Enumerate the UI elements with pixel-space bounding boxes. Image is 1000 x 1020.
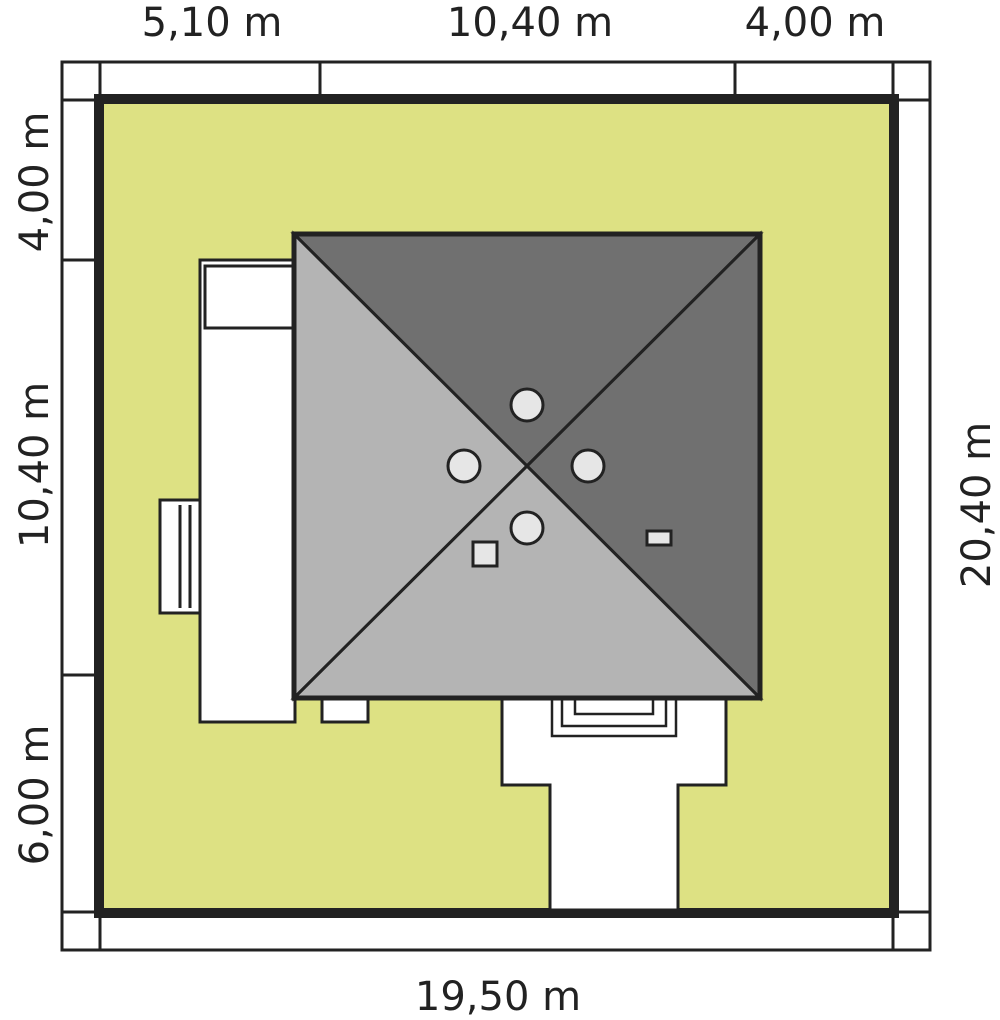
dim-left-bottom: 6,00 m <box>12 725 58 866</box>
dim-left-middle: 10,40 m <box>12 382 58 548</box>
entrance-path <box>500 696 728 912</box>
chimney-east <box>570 448 606 484</box>
roof-vents <box>446 387 673 568</box>
dim-top-left: 5,10 m <box>142 0 283 46</box>
roof-window <box>471 540 499 568</box>
side-stairs <box>158 498 202 615</box>
chimney-south <box>509 510 545 546</box>
dim-top-right: 4,00 m <box>745 0 886 46</box>
house-roof <box>290 230 764 702</box>
dim-left-top: 4,00 m <box>12 112 58 253</box>
dim-right-total: 20,40 m <box>954 422 1000 588</box>
dim-bottom-total: 19,50 m <box>415 974 581 1020</box>
entrance-step <box>550 696 678 738</box>
chimney-north <box>509 387 545 423</box>
dim-top-center: 10,40 m <box>447 0 613 46</box>
chimney-west <box>446 448 482 484</box>
roof-skylight <box>645 529 673 547</box>
